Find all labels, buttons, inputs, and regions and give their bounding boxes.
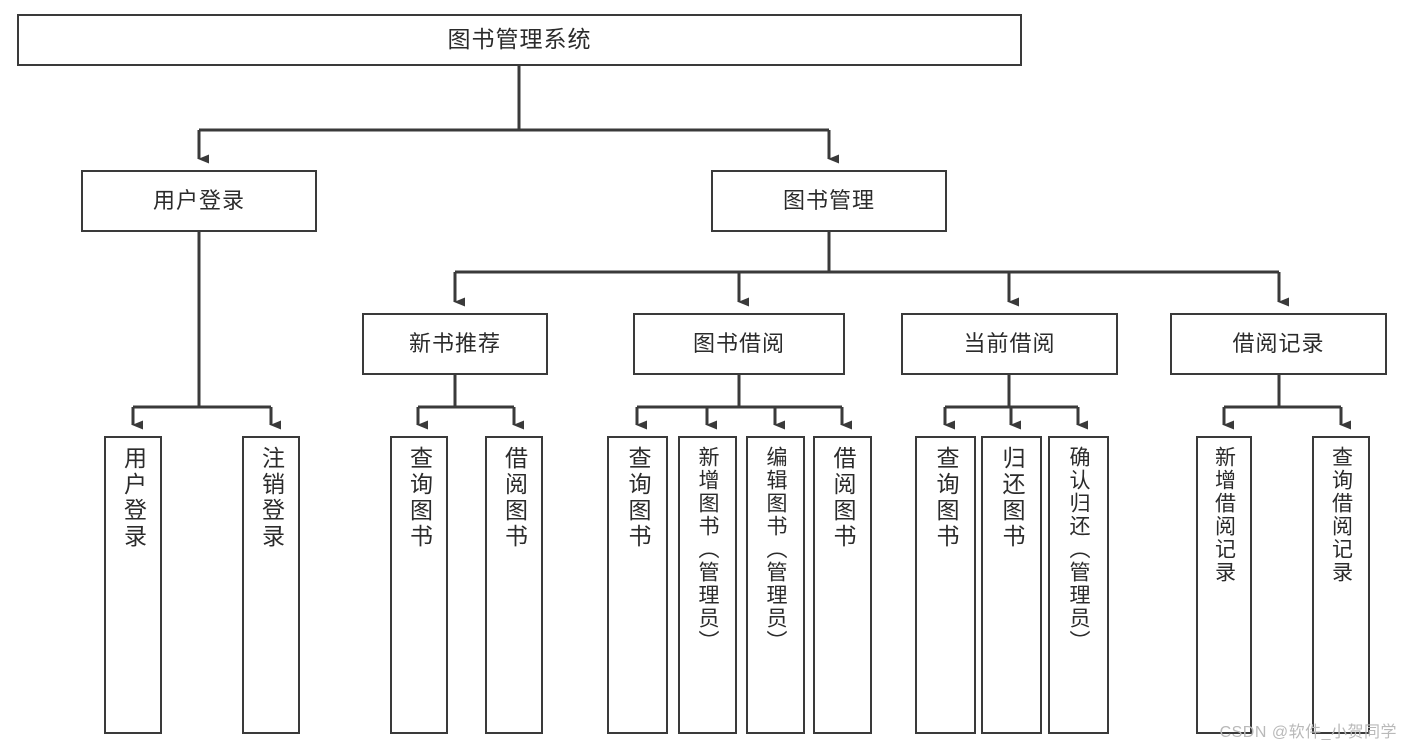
leaf-edit-book-admin[interactable]: 编辑图书（管理员） xyxy=(746,436,805,734)
node-label: 归还图书 xyxy=(999,446,1025,550)
node-label: 查询图书 xyxy=(933,446,959,550)
node-label: 借阅图书 xyxy=(501,446,528,550)
leaf-search-books-new[interactable]: 查询图书 xyxy=(390,436,448,734)
node-label: 查询借阅记录 xyxy=(1329,446,1353,584)
leaf-logout[interactable]: 注销登录 xyxy=(242,436,300,734)
leaf-user-login[interactable]: 用户登录 xyxy=(104,436,162,734)
node-label: 借阅图书 xyxy=(830,446,856,550)
watermark: CSDN @软件_小贺同学 xyxy=(1219,724,1397,741)
node-label: 注销登录 xyxy=(258,446,285,550)
leaf-borrow-books-new[interactable]: 借阅图书 xyxy=(485,436,543,734)
node-user-login[interactable]: 用户登录 xyxy=(81,170,317,232)
node-new-book-recommendation[interactable]: 新书推荐 xyxy=(362,313,548,375)
node-label: 图书管理 xyxy=(782,188,875,214)
node-current-borrowing[interactable]: 当前借阅 xyxy=(901,313,1118,375)
node-label: 查询图书 xyxy=(625,446,651,550)
node-label: 图书借阅 xyxy=(692,331,785,357)
node-book-management[interactable]: 图书管理 xyxy=(711,170,947,232)
node-root-book-management-system[interactable]: 图书管理系统 xyxy=(17,14,1022,66)
leaf-search-books-borrow[interactable]: 查询图书 xyxy=(607,436,668,734)
node-label: 用户登录 xyxy=(152,188,245,214)
node-label: 新增借阅记录 xyxy=(1212,446,1236,584)
leaf-search-books-current[interactable]: 查询图书 xyxy=(915,436,976,734)
node-book-borrowing[interactable]: 图书借阅 xyxy=(633,313,845,375)
node-borrow-records[interactable]: 借阅记录 xyxy=(1170,313,1387,375)
node-label: 图书管理系统 xyxy=(447,26,592,53)
leaf-add-borrow-record[interactable]: 新增借阅记录 xyxy=(1196,436,1252,734)
node-label: 用户登录 xyxy=(120,446,147,550)
node-label: 借阅记录 xyxy=(1232,331,1325,357)
node-label: 新增图书（管理员） xyxy=(696,446,719,653)
leaf-return-books[interactable]: 归还图书 xyxy=(981,436,1042,734)
node-label: 新书推荐 xyxy=(408,331,501,357)
node-label: 确认归还（管理员） xyxy=(1067,446,1090,653)
node-label: 当前借阅 xyxy=(963,331,1056,357)
leaf-add-book-admin[interactable]: 新增图书（管理员） xyxy=(678,436,737,734)
leaf-search-borrow-record[interactable]: 查询借阅记录 xyxy=(1312,436,1370,734)
node-label: 查询图书 xyxy=(406,446,433,550)
node-label: 编辑图书（管理员） xyxy=(764,446,787,653)
leaf-confirm-return-admin[interactable]: 确认归还（管理员） xyxy=(1048,436,1109,734)
leaf-borrow-books[interactable]: 借阅图书 xyxy=(813,436,872,734)
